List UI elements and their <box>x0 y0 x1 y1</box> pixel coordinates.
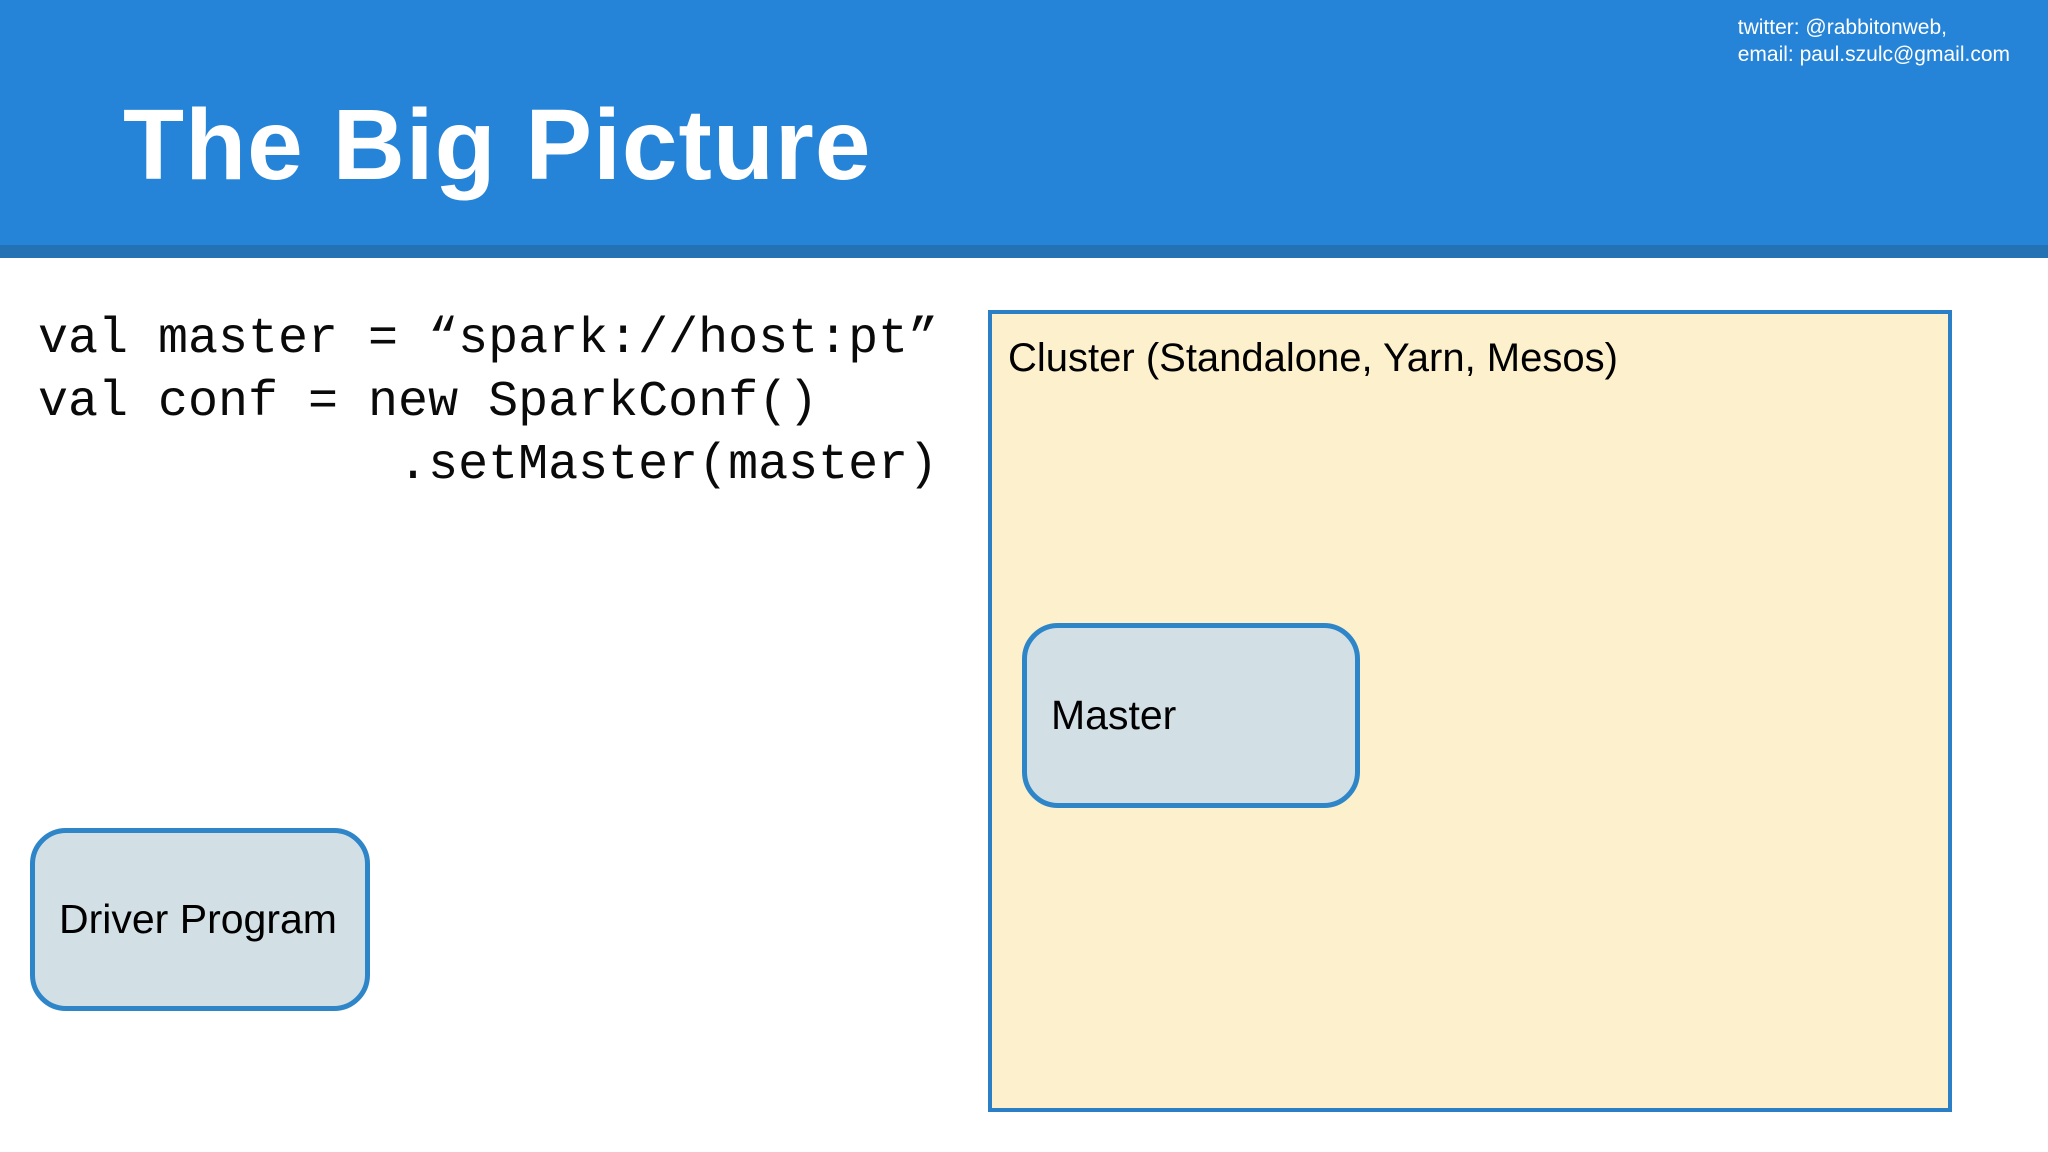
code-line-1: val master = “spark://host:pt” <box>38 311 939 368</box>
contact-email-line: email: paul.szulc@gmail.com <box>1737 43 2010 66</box>
code-line-3: .setMaster(master) <box>38 437 939 494</box>
master-node: Master <box>1022 623 1360 808</box>
code-snippet: val master = “spark://host:pt” val conf … <box>38 308 938 497</box>
master-node-label: Master <box>1051 692 1177 738</box>
contact-info: twitter: @rabbitonweb, email: paul.szulc… <box>1738 14 2010 68</box>
driver-program-label: Driver Program <box>59 896 337 942</box>
contact-twitter-line: twitter: @rabbitonweb, <box>1737 16 1947 39</box>
page-title: The Big Picture <box>123 89 872 201</box>
cluster-label: Cluster (Standalone, Yarn, Mesos) <box>1008 336 1618 380</box>
cluster-box: Cluster (Standalone, Yarn, Mesos) Master <box>988 310 1952 1112</box>
header-bar: The Big Picture twitter: @rabbitonweb, e… <box>0 0 2048 245</box>
driver-program-node: Driver Program <box>30 828 370 1011</box>
header-accent-strip <box>0 245 2048 258</box>
code-line-2: val conf = new SparkConf() <box>38 374 819 431</box>
